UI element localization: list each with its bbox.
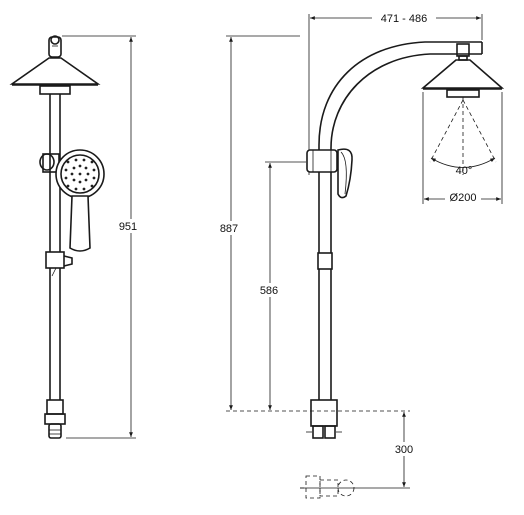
side-view: 40° Ø200 471 - 486 [216, 11, 505, 499]
front-bottom-connector [44, 399, 66, 439]
head-diameter-dimension: Ø200 [422, 92, 503, 204]
side-spray-cone: 40° [429, 97, 497, 177]
floor-offset-dimension: 300 [300, 412, 418, 489]
side-height-label: 887 [220, 223, 238, 235]
side-handshower-holder [306, 149, 338, 173]
front-height-label: 951 [119, 221, 137, 233]
front-view: 951 [9, 35, 140, 439]
handset-height-label: 586 [260, 285, 278, 297]
front-top-cap [48, 35, 62, 58]
front-height-dimension: 951 [62, 35, 140, 439]
spray-angle-label: 40° [456, 165, 473, 177]
front-riser-pipe [49, 94, 61, 400]
concealed-mixer [300, 475, 355, 499]
handset-height-dimension: 586 [256, 161, 306, 410]
side-curved-riser [318, 41, 483, 400]
handshower-nozzles [64, 158, 96, 191]
front-slider [45, 251, 73, 277]
front-handshower [55, 149, 105, 252]
head-diameter-label: Ø200 [450, 192, 477, 204]
side-slider [317, 252, 333, 270]
floor-offset-label: 300 [395, 444, 413, 456]
side-height-dimension: 887 [216, 35, 300, 410]
side-handshower [337, 148, 353, 199]
reach-label: 471 - 486 [381, 13, 427, 25]
side-bottom-connector [306, 399, 342, 439]
side-overhead-head [420, 43, 505, 98]
reach-dimension: 471 - 486 [308, 11, 483, 175]
front-overhead-head [9, 57, 101, 95]
